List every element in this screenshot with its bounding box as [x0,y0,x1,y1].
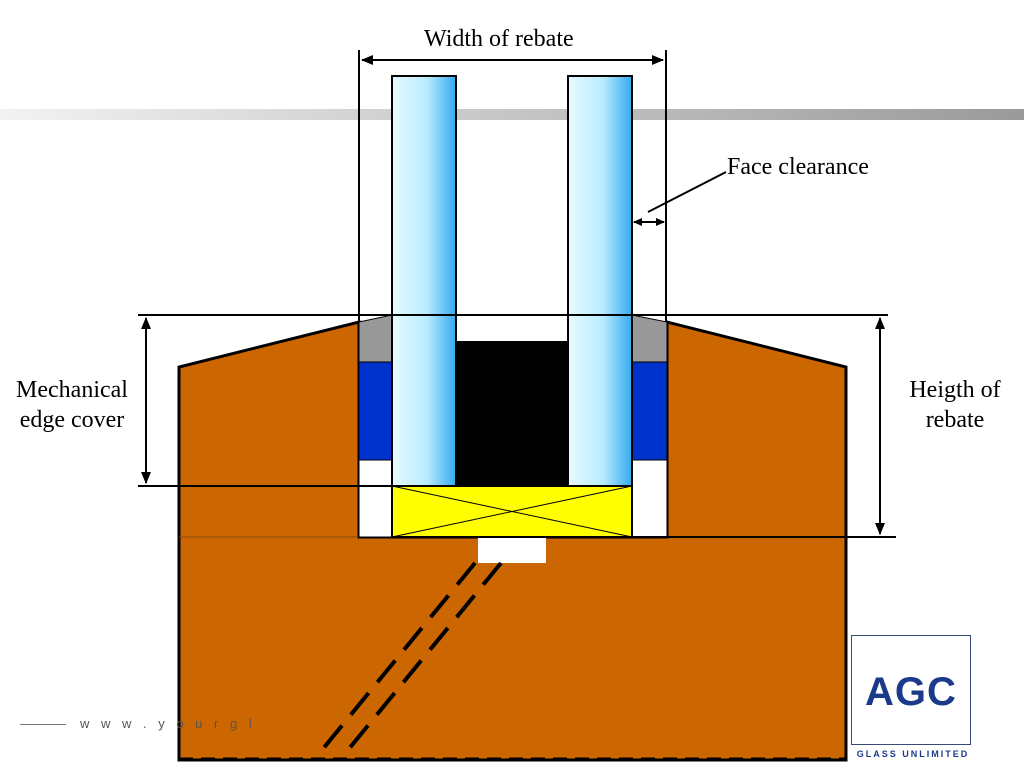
gasket-right [631,361,668,461]
width-arrow-right [652,55,664,65]
header-band [0,109,1024,120]
height-arrow-bottom [875,523,885,535]
footer-url[interactable]: w w w . y o u r g l [80,716,256,731]
height-of-rebate-label: Heigth of rebate [893,375,1017,435]
glass-pane-right [567,75,633,487]
agc-logo-mark: AGC [865,670,957,714]
height-arrow-top [875,317,885,329]
cap-seal-left [358,314,393,363]
face-clearance-label: Face clearance [727,154,869,180]
width-arrow-left [361,55,373,65]
cap-seal-right [631,314,668,363]
glass-pane-left [391,75,457,487]
edge-cover-arrow-top [141,317,151,329]
mechanical-edge-cover-label: Mechanical edge cover [2,375,142,435]
height-of-rebate-line-1: Heigth of [909,377,1001,403]
face-clearance-arrow-left [633,218,642,226]
mechanical-edge-cover-line-2: edge cover [19,407,125,433]
gap-right [631,459,668,538]
height-of-rebate-line-2: rebate [925,407,985,433]
width-of-rebate-label: Width of rebate [424,26,574,52]
drainage-slot [478,537,546,563]
footer-rule [20,724,66,725]
setting-block-cross-2 [391,485,633,538]
face-clearance-leader [647,171,727,213]
edge-cover-arrow-bottom [141,472,151,484]
agc-logo: AGC [851,635,971,745]
spacer-bar [455,341,568,486]
gap-left [358,459,393,538]
face-clearance-arrow-right [656,218,665,226]
agc-logo-tagline: GLASS UNLIMITED [856,749,970,759]
mechanical-edge-cover-line-1: Mechanical [16,377,128,403]
gasket-left [358,361,393,461]
